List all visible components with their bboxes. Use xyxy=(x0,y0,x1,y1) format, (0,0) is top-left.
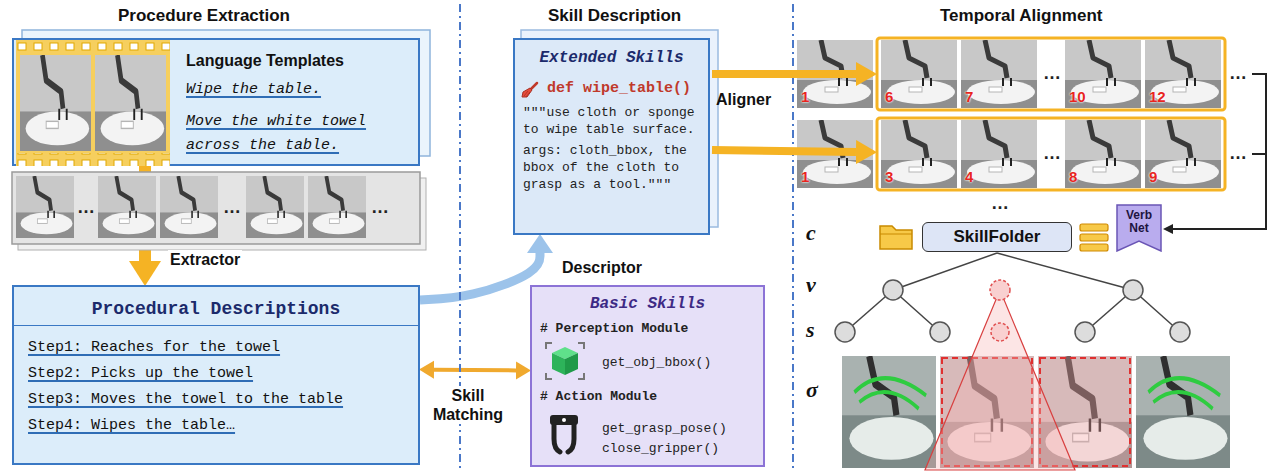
box-text: args: cloth_bbox, the bbox of the cloth … xyxy=(523,142,700,193)
frame-number: 7 xyxy=(965,88,973,106)
module-name: Aligner xyxy=(716,90,771,110)
stack-icon xyxy=(1080,224,1108,251)
box-text: Wipe the table. xyxy=(186,78,410,102)
ellipsis: … xyxy=(1043,64,1061,82)
frame-number: 9 xyxy=(1149,168,1157,186)
module-icons xyxy=(532,287,592,467)
ellipsis: … xyxy=(371,198,389,216)
box-text: Step4: Wipes the table… xyxy=(28,414,404,438)
ellipsis: … xyxy=(223,198,241,216)
matching-arrow xyxy=(434,368,516,373)
box-heading: Procedural Descriptions xyxy=(14,295,418,326)
level-symbol: s xyxy=(806,318,815,342)
section-title: Temporal Alignment xyxy=(940,5,1102,27)
box-text: def wipe_table() xyxy=(523,78,700,100)
video-frames xyxy=(16,176,366,238)
frame-number: 1 xyxy=(801,88,809,106)
skill-box: Extended Skills def wipe_table() """use cl… xyxy=(513,38,710,235)
box-heading: SkillFolder xyxy=(931,226,1063,248)
module-name: Descriptor xyxy=(562,258,642,278)
skill-box: Basic Skills # Perception Module get_obj_b… xyxy=(530,285,765,467)
edge-label: Skill Matching xyxy=(422,386,514,424)
section-title: Skill Description xyxy=(548,5,681,27)
frame-number: 10 xyxy=(1069,88,1086,106)
level-symbol: c xyxy=(806,221,816,245)
verbnet-badge: Verb Net xyxy=(1116,204,1162,252)
aligner-arrow xyxy=(712,74,856,152)
folder-box: SkillFolder xyxy=(922,222,1072,252)
ellipsis: … xyxy=(77,198,95,216)
description-arrow xyxy=(420,253,540,300)
box-heading: Basic Skills xyxy=(540,293,755,315)
aligned-frames xyxy=(797,38,1225,190)
frame-number: 1 xyxy=(801,168,809,186)
tree-node xyxy=(835,280,1190,342)
level-symbol: v xyxy=(806,273,816,297)
box-text: """use cloth or sponge to wipe table sur… xyxy=(523,104,700,138)
film-strip xyxy=(14,40,172,166)
section-title: Procedure Extraction xyxy=(118,5,290,27)
procedure-box: Procedural DescriptionsStep1: Reaches fo… xyxy=(12,285,420,465)
level-symbol: σ xyxy=(806,378,818,402)
ellipsis: … xyxy=(1229,144,1247,162)
frame-number: 4 xyxy=(965,168,973,186)
box-text: get_grasp_pose() xyxy=(540,419,755,439)
box-text: Step2: Picks up the towel xyxy=(28,362,404,386)
broom-icon xyxy=(521,81,539,99)
box-text: Step1: Reaches for the towel xyxy=(28,336,404,360)
paper-stack xyxy=(12,30,718,250)
segment-strip xyxy=(842,290,1230,470)
box-text: Step3: Moves the towel to the table xyxy=(28,388,404,412)
box-heading: Verb Net xyxy=(1118,209,1160,235)
ellipsis: … xyxy=(991,194,1009,212)
ellipsis: … xyxy=(1043,144,1061,162)
box-text: get_obj_bbox() xyxy=(540,353,755,373)
box-text: # Action Module xyxy=(540,387,755,407)
folder-icon xyxy=(880,226,912,249)
box-heading: Extended Skills xyxy=(523,46,700,70)
frame-number: 3 xyxy=(885,168,893,186)
box-heading: Language Templates xyxy=(186,50,410,72)
frame-number: 6 xyxy=(885,88,893,106)
box-text: Move the white towel across the table. xyxy=(186,110,410,158)
template-box: Language TemplatesWipe the table. Move th… xyxy=(12,38,420,166)
frame-number: 8 xyxy=(1069,168,1077,186)
box-text: close_gripper() xyxy=(540,439,755,459)
verb-arrow xyxy=(1173,74,1266,229)
frame-number: 12 xyxy=(1149,88,1166,106)
box-text: # Perception Module xyxy=(540,319,755,339)
edge-label: Extractor xyxy=(168,250,242,269)
ellipsis: … xyxy=(1229,64,1247,82)
